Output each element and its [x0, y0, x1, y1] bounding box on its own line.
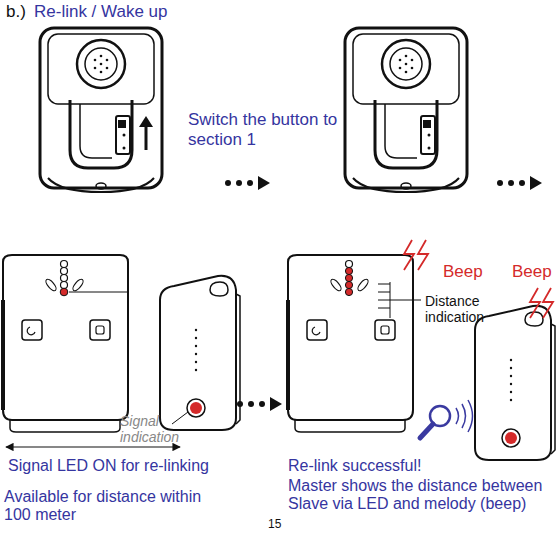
instruction-text: Switch the button to section 1	[188, 110, 348, 149]
section-title: Re-link / Wake up	[34, 2, 254, 22]
callout-label: Signal indication	[120, 413, 190, 445]
beep-label: Beep	[512, 262, 554, 282]
note-text: Available for distance within 100 meter	[4, 488, 229, 525]
result-text: Master shows the distance between Slave …	[288, 477, 554, 514]
result-text: Re-link successful!	[288, 457, 550, 475]
caption-text: Signal LED ON for re-linking	[8, 457, 280, 475]
page-number: 15	[268, 518, 298, 532]
section-letter: b.)	[6, 2, 36, 22]
beep-label: Beep	[443, 262, 493, 282]
callout-label: Distance indication	[425, 293, 505, 325]
